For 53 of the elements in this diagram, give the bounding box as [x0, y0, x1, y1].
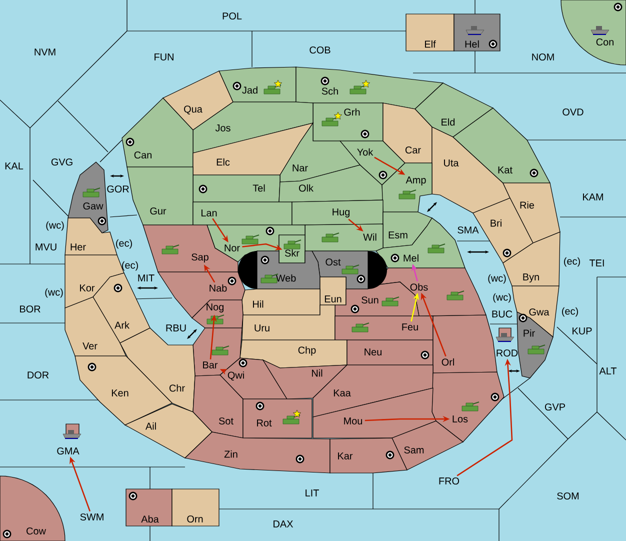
- sea-label: ALT: [599, 368, 617, 374]
- sea-label: GVP: [544, 403, 565, 411]
- territory: Elf: [406, 14, 454, 52]
- territory: Hug: [292, 200, 384, 226]
- territory: Aba: [126, 488, 172, 526]
- coast-label: (wc): [493, 293, 511, 303]
- sea-label: DOR: [28, 371, 49, 379]
- sea-label: KAL: [5, 162, 24, 170]
- territory: Qwi: [220, 358, 288, 400]
- territory: Tel: [192, 174, 280, 202]
- sea-label: SOM: [557, 492, 579, 500]
- sea-label: FUN: [154, 54, 174, 60]
- coast-label: (ec): [564, 257, 580, 267]
- territory: Con: [560, 0, 626, 66]
- territory: Los: [432, 372, 504, 442]
- sea-label: OVD: [562, 108, 584, 116]
- sea-label: KAM: [583, 194, 603, 200]
- territory: Chp: [240, 340, 348, 368]
- coast-label: (wc): [46, 221, 64, 231]
- territory: Cow: [0, 476, 66, 541]
- coast-label: (ec): [116, 239, 132, 249]
- sea-label: ROD: [496, 349, 518, 357]
- sea-label: FRO: [439, 477, 460, 485]
- territory: Neu: [346, 340, 434, 366]
- territory: Eld: [414, 82, 494, 138]
- territory: Her: [64, 218, 118, 256]
- coast-label: (ec): [562, 307, 578, 317]
- sea-label: GOR: [107, 185, 129, 193]
- territory: Esm: [382, 212, 432, 248]
- sea-label: POL: [222, 12, 242, 20]
- sea-label: MVU: [36, 244, 56, 250]
- sea-label: NOM: [532, 53, 554, 61]
- sea-label: SWM: [80, 513, 104, 521]
- territory: Eun: [320, 276, 346, 306]
- sea-label: BOR: [20, 305, 40, 313]
- territory: Rie: [502, 182, 560, 244]
- territory: Feu: [334, 316, 434, 340]
- sea-label: GMA: [57, 447, 80, 455]
- coast-label: (ec): [122, 261, 138, 271]
- territory: Car: [382, 102, 432, 164]
- sea-label: NVM: [34, 48, 56, 56]
- territory: Lan: [192, 202, 292, 226]
- territory: Grh: [312, 102, 384, 142]
- territory: Orn: [172, 488, 220, 526]
- sea-label: TEI: [589, 260, 604, 266]
- sea-label: KUP: [572, 328, 592, 334]
- sea-label: DAX: [274, 520, 294, 528]
- territory: Hel: [454, 14, 500, 52]
- coast-label: (wc): [45, 288, 63, 298]
- sea-label: COB: [310, 46, 330, 54]
- territory: Rot: [242, 398, 312, 438]
- sea-label: LIT: [306, 490, 319, 496]
- sea-label: RBU: [166, 324, 186, 332]
